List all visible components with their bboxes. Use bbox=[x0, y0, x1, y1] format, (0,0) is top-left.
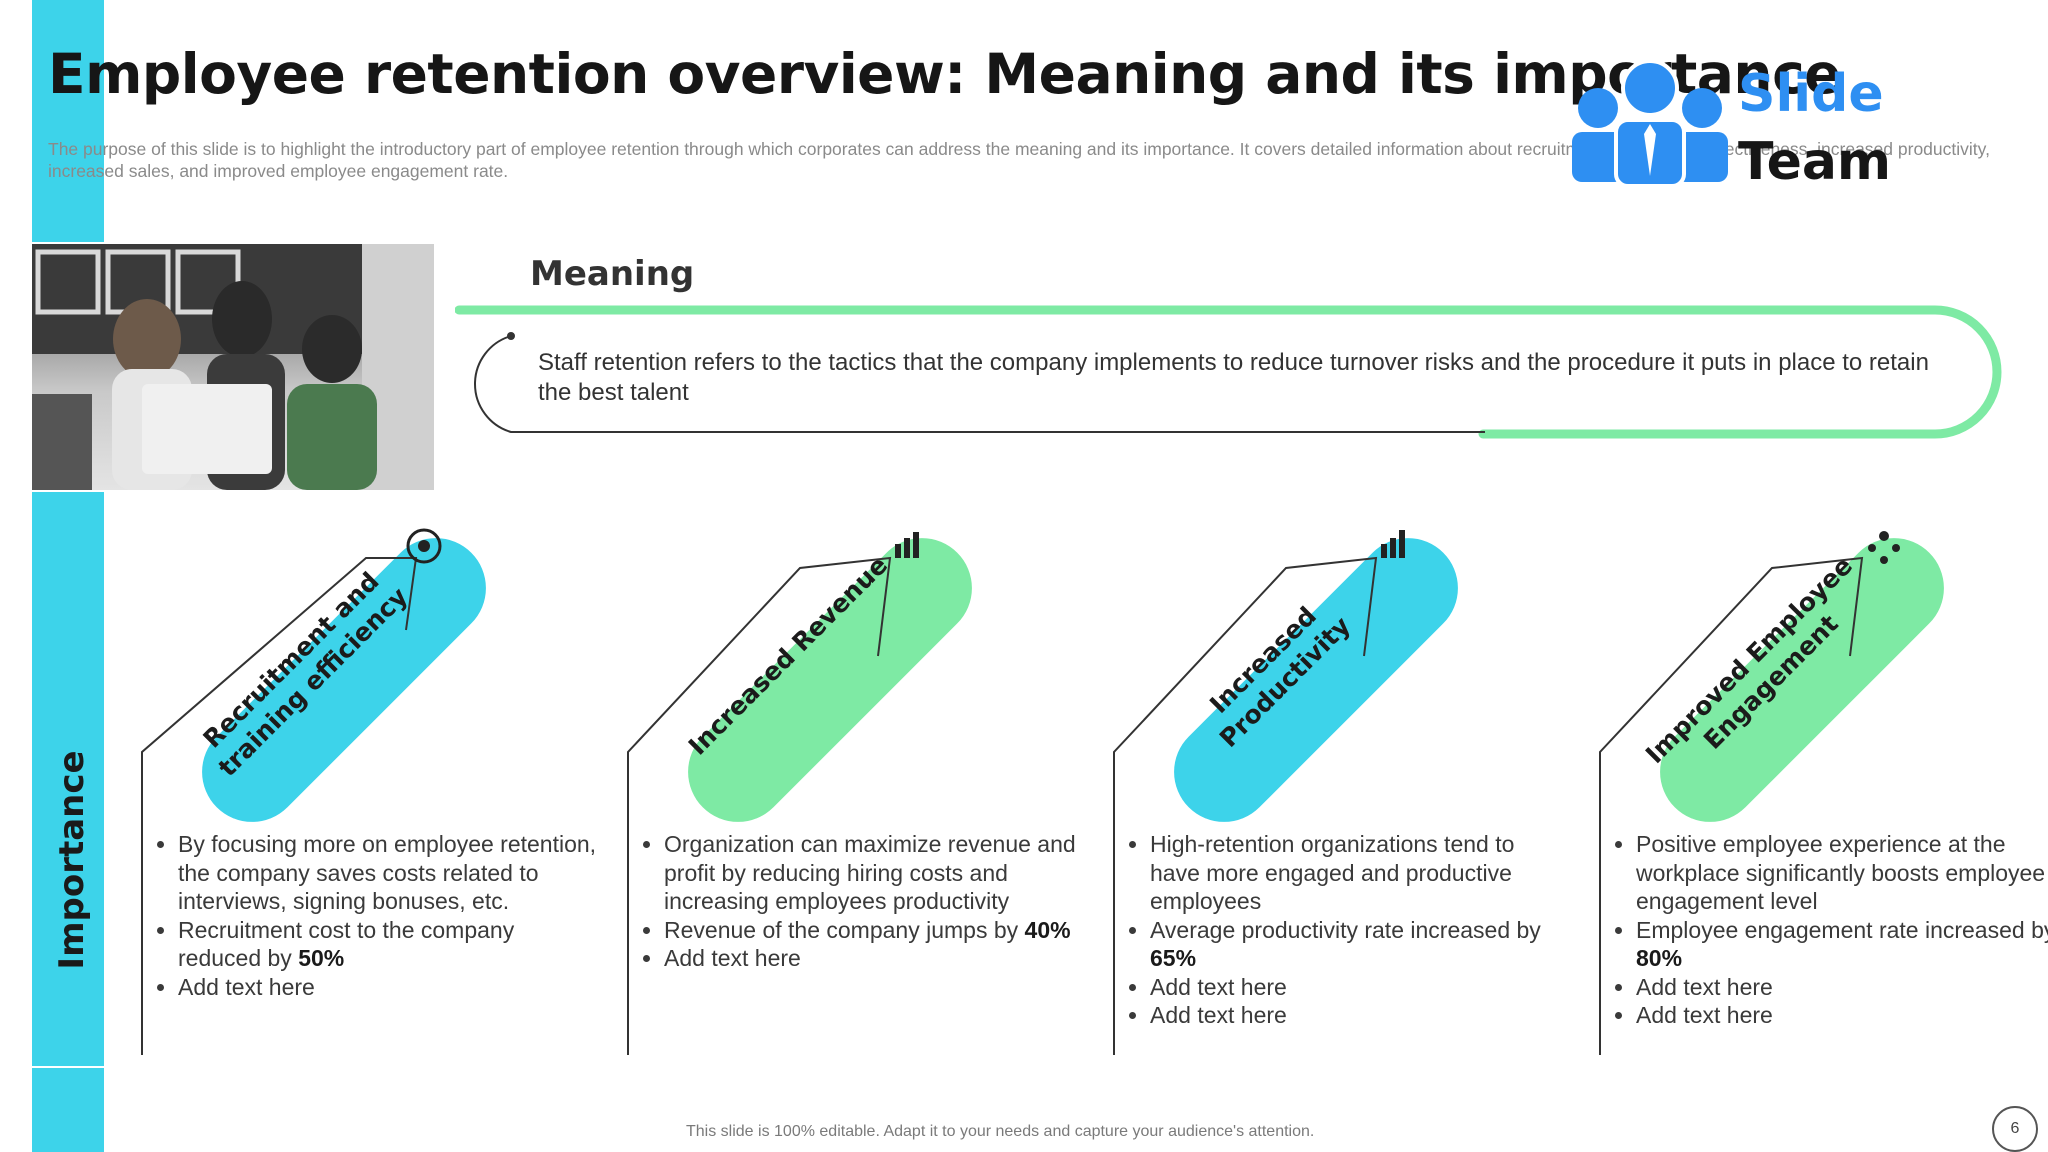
bullet-item: Add text here bbox=[178, 973, 598, 1002]
card-engagement: Improved Employee Engagement Positive em… bbox=[1582, 500, 2048, 1060]
left-bar-divider bbox=[32, 1066, 104, 1068]
bullet-item: Add text here bbox=[664, 944, 1084, 973]
bullet-item: Add text here bbox=[1150, 1001, 1570, 1030]
card-recruitment: Recruitment and training efficiency By f… bbox=[124, 500, 604, 1060]
card-revenue: Increased Revenue Organization can maxim… bbox=[610, 500, 1090, 1060]
bullet-item: High-retention organizations tend to hav… bbox=[1150, 830, 1570, 916]
meaning-heading: Meaning bbox=[530, 254, 695, 294]
bullet-item: Add text here bbox=[1636, 1001, 2048, 1030]
logo-word-slide: Slide bbox=[1738, 64, 1884, 124]
bullet-item: Organization can maximize revenue and pr… bbox=[664, 830, 1084, 916]
slideteam-logo: Slide Team bbox=[1570, 58, 1900, 192]
card-bullets: By focusing more on employee retention, … bbox=[144, 830, 598, 1001]
team-photo bbox=[32, 244, 434, 490]
logo-word-team: Team bbox=[1738, 132, 1892, 192]
bullet-item: Add text here bbox=[1150, 973, 1570, 1002]
importance-label: Importance bbox=[52, 750, 92, 970]
card-bullets: Positive employee experience at the work… bbox=[1602, 830, 2048, 1030]
meaning-text: Staff retention refers to the tactics th… bbox=[538, 349, 1929, 406]
card-productivity: Increased Productivity High-retention or… bbox=[1096, 500, 1576, 1060]
bullet-item: Average productivity rate increased by 6… bbox=[1150, 916, 1570, 973]
slide-subtitle: The purpose of this slide is to highligh… bbox=[48, 139, 1990, 181]
left-accent-bar bbox=[32, 0, 104, 1152]
people-group-icon bbox=[1572, 59, 1728, 188]
card-bullets: High-retention organizations tend to hav… bbox=[1116, 830, 1570, 1030]
bullet-item: Positive employee experience at the work… bbox=[1636, 830, 2048, 916]
slide-title: Employee retention overview: Meaning and… bbox=[48, 42, 1841, 106]
bullet-item: Add text here bbox=[1636, 973, 2048, 1002]
footer-note: This slide is 100% editable. Adapt it to… bbox=[686, 1123, 1315, 1140]
meaning-callout-frame bbox=[455, 305, 2002, 439]
card-bullets: Organization can maximize revenue and pr… bbox=[630, 830, 1084, 973]
page-number: 6 bbox=[1992, 1106, 2038, 1152]
bullet-item: Employee engagement rate increased by 80… bbox=[1636, 916, 2048, 973]
bullet-item: Revenue of the company jumps by 40% bbox=[664, 916, 1084, 945]
bullet-item: By focusing more on employee retention, … bbox=[178, 830, 598, 916]
bullet-item: Recruitment cost to the company reduced … bbox=[178, 916, 598, 973]
